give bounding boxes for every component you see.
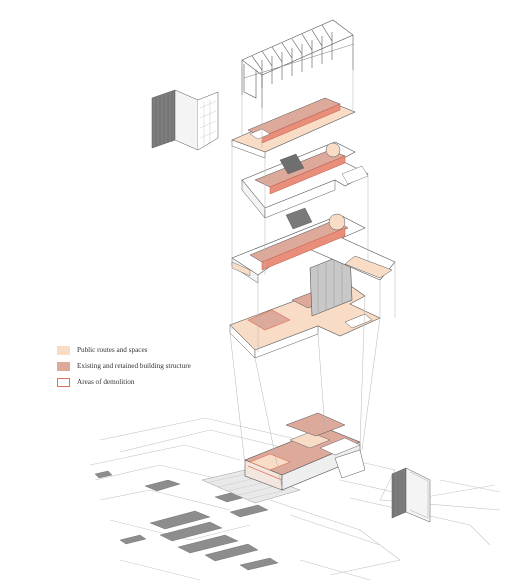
site-plaza	[201, 469, 301, 504]
floor-2	[231, 207, 396, 284]
legend-label-retained-structure: Existing and retained building structure	[77, 362, 191, 370]
floor-3	[241, 141, 369, 219]
facade-panel	[151, 89, 219, 151]
swatch-retained-structure	[57, 362, 70, 371]
floor-4	[231, 97, 356, 159]
legend-label-demolition: Areas of demolition	[77, 378, 135, 386]
legend: Public routes and spaces Existing and re…	[57, 345, 257, 393]
side-elevation-elements	[391, 467, 431, 523]
floor-1	[229, 251, 381, 359]
legend-item-demolition: Areas of demolition	[57, 377, 257, 389]
swatch-public-routes	[57, 346, 70, 355]
swatch-demolition	[57, 378, 70, 387]
legend-label-public-routes: Public routes and spaces	[77, 346, 148, 354]
projection-lines	[229, 70, 396, 489]
roof-trusses	[241, 19, 355, 108]
legend-item-public-routes: Public routes and spaces	[57, 345, 257, 357]
ground-floor-building	[244, 412, 366, 491]
legend-item-retained-structure: Existing and retained building structure	[57, 361, 257, 373]
